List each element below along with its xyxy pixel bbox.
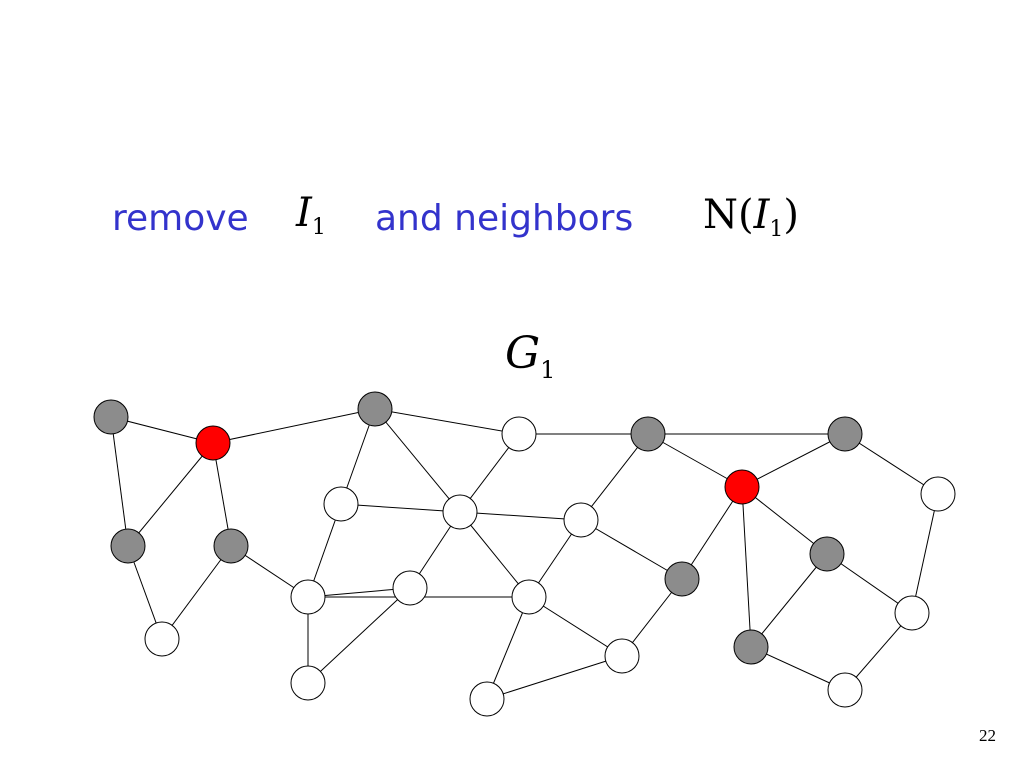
page-number: 22 — [979, 726, 996, 745]
graph-edge — [459, 511, 582, 521]
graph-edge — [486, 655, 623, 700]
white-node — [920, 476, 956, 512]
white-node — [392, 570, 428, 606]
white-node — [290, 665, 326, 701]
white-node — [827, 672, 863, 708]
graph-edge — [528, 596, 623, 657]
graph-edge — [750, 553, 828, 648]
graph-edge — [212, 408, 376, 444]
white-node — [144, 621, 180, 657]
graph-edge — [110, 416, 129, 547]
graph-edge — [741, 486, 752, 648]
white-node — [894, 595, 930, 631]
slide-heading: remove I1 and neighbors N(I1) — [0, 190, 1024, 260]
white-node — [323, 486, 359, 522]
graph-edge — [681, 486, 743, 580]
white-node — [511, 579, 547, 615]
graph-edge — [340, 503, 461, 513]
and-neighbors-text: and neighbors — [375, 198, 634, 239]
graph-nodes — [93, 391, 956, 717]
remove-text: remove — [112, 198, 249, 239]
gray-node — [357, 391, 393, 427]
graph-edge — [911, 493, 939, 614]
white-node — [442, 494, 478, 530]
gray-node — [110, 528, 146, 564]
graph-edge — [127, 442, 214, 547]
graph-edge — [486, 596, 530, 700]
graph-edge — [741, 433, 846, 488]
graph-edge — [580, 433, 649, 521]
graph-edge — [374, 408, 520, 435]
gray-node — [630, 416, 666, 452]
graph-edge — [844, 433, 939, 495]
gray-node — [93, 399, 129, 435]
graph-edge — [459, 511, 530, 598]
red-node — [195, 425, 231, 461]
graph-edge — [580, 519, 683, 580]
graph-edge — [110, 416, 214, 444]
gray-node — [664, 561, 700, 597]
white-node — [469, 681, 505, 717]
white-node — [604, 638, 640, 674]
graph-edge — [161, 545, 232, 640]
graph-edge — [374, 408, 461, 513]
graph-edge — [741, 486, 828, 555]
white-node — [563, 502, 599, 538]
neighbors-n-i1-symbol: N(I1) — [703, 192, 800, 242]
gray-node — [213, 528, 249, 564]
set-i1-symbol: I1 — [296, 190, 326, 240]
gray-node — [827, 416, 863, 452]
gray-node — [733, 629, 769, 665]
graph-edge — [647, 433, 743, 488]
graph-edge — [307, 587, 411, 684]
white-node — [501, 416, 537, 452]
graph-g1-label: G1 — [505, 328, 556, 384]
red-node — [724, 469, 760, 505]
gray-node — [809, 536, 845, 572]
white-node — [290, 579, 326, 615]
